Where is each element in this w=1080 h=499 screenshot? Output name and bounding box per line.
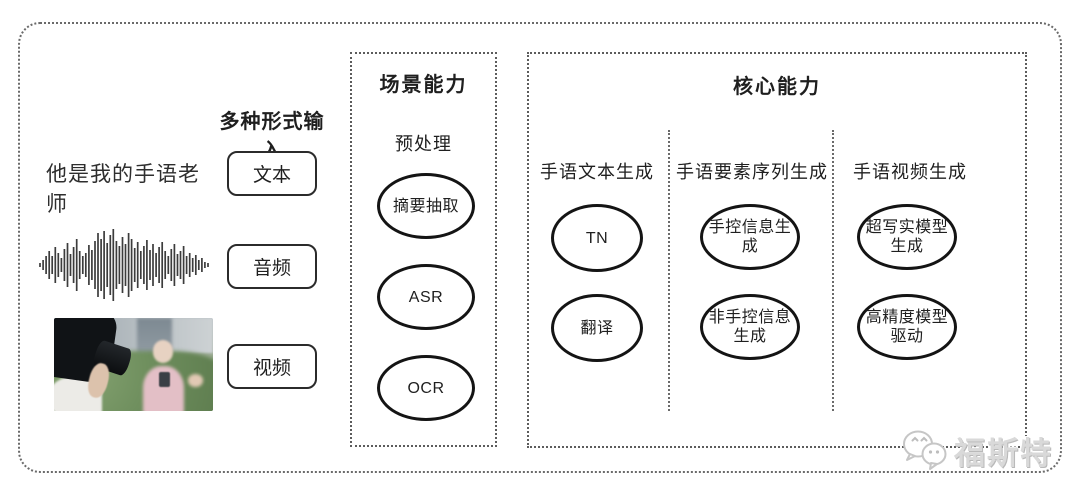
node-tn: TN — [551, 204, 643, 272]
node-asr-label: ASR — [408, 288, 444, 306]
node-ocr: OCR — [377, 355, 475, 421]
node-summary-extraction-label: 摘要抽取 — [392, 197, 459, 215]
input-shape-video: 视频 — [227, 344, 317, 389]
thumb-reporter-head — [152, 340, 174, 363]
scene-capability-box: 场景能力 预处理 摘要抽取 ASR OCR — [350, 52, 497, 447]
node-ocr-label: OCR — [407, 379, 445, 397]
thumb-reporter-hand — [187, 373, 204, 387]
sample-text-sentence: 他是我的手语老师 — [46, 163, 200, 216]
node-hyperrealistic-model-generation: 超写实模型生成 — [857, 204, 957, 270]
chat-bubbles-icon — [903, 430, 947, 470]
preprocess-label: 预处理 — [395, 134, 452, 154]
node-manual-info-generation: 手控信息生成 — [700, 204, 800, 270]
node-summary-extraction: 摘要抽取 — [377, 173, 475, 239]
node-non-manual-info-generation-label: 非手控信息生成 — [708, 309, 792, 345]
node-asr: ASR — [377, 264, 475, 330]
input-label-text: 文本 — [252, 165, 291, 186]
core-capability-box: 核心能力 手语文本生成 手语要素序列生成 手语视频生成 TN 翻译 手控信息生成… — [527, 52, 1027, 448]
core-box-title: 核心能力 — [733, 76, 821, 98]
node-hyperrealistic-model-generation-label: 超写实模型生成 — [865, 219, 949, 255]
node-tn-label: TN — [585, 229, 609, 247]
watermark: 福斯特 — [898, 424, 1063, 476]
node-manual-info-generation-label: 手控信息生成 — [708, 219, 792, 255]
video-thumbnail — [54, 318, 213, 411]
node-high-precision-model-driving: 高精度模型驱动 — [857, 294, 957, 360]
audio-waveform — [38, 226, 210, 304]
column-divider-1 — [668, 130, 670, 411]
outer-dotted-frame — [18, 22, 1062, 473]
input-shape-text: 文本 — [227, 151, 317, 196]
column-header-sign-video-generation: 手语视频生成 — [853, 162, 967, 182]
column-header-sign-element-sequence-generation: 手语要素序列生成 — [676, 162, 828, 182]
thumb-microphone — [158, 371, 171, 387]
input-label-audio: 音频 — [252, 258, 291, 279]
node-high-precision-model-driving-label: 高精度模型驱动 — [865, 309, 949, 345]
column-divider-2 — [832, 130, 834, 411]
column-header-sign-text-generation: 手语文本生成 — [540, 162, 654, 182]
scene-box-title: 场景能力 — [379, 74, 468, 96]
watermark-text: 福斯特 — [954, 435, 1053, 471]
input-shape-audio: 音频 — [227, 244, 317, 289]
input-label-video: 视频 — [252, 358, 291, 379]
node-non-manual-info-generation: 非手控信息生成 — [700, 294, 800, 360]
node-translation: 翻译 — [551, 294, 643, 362]
node-translation-label: 翻译 — [580, 319, 614, 337]
